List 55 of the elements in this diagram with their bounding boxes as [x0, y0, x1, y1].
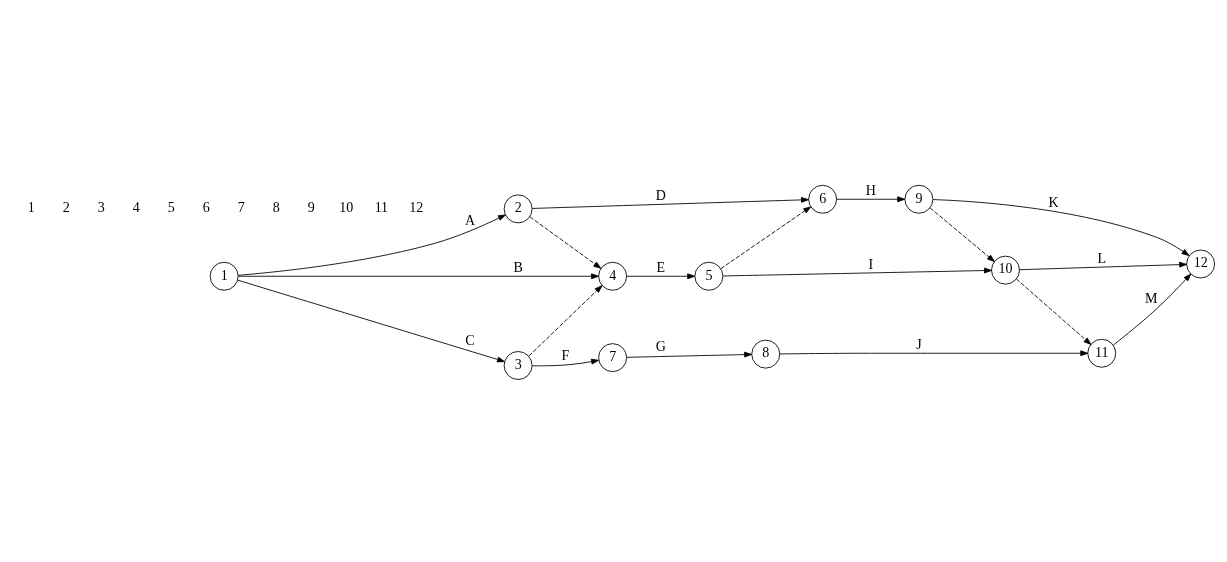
arrow	[1113, 273, 1192, 345]
arrow	[529, 215, 602, 269]
node-circle: 2	[503, 193, 533, 223]
arrow	[929, 207, 995, 262]
edge-label: K	[1048, 194, 1059, 210]
label: 3	[97, 199, 105, 215]
arrow	[237, 213, 506, 276]
arrow	[237, 272, 599, 279]
edge-label: H	[865, 182, 876, 198]
label: 11	[374, 199, 389, 215]
arrow	[722, 267, 992, 276]
edge-label: J	[916, 336, 922, 352]
node-circle: 10	[991, 255, 1020, 285]
edge-label: C	[465, 332, 475, 348]
label: 9	[307, 199, 315, 215]
arrow	[932, 198, 1190, 256]
node-circle: 6	[808, 184, 838, 214]
edge-label: M	[1144, 290, 1158, 306]
label: 5	[167, 199, 175, 215]
arrow	[531, 358, 599, 366]
edge-label: F	[561, 347, 570, 363]
node-circle: 4	[598, 261, 628, 291]
arrow	[626, 351, 753, 358]
node-circle: 5	[694, 261, 724, 291]
node-circle: 7	[598, 342, 628, 372]
arrow	[1019, 261, 1188, 270]
label: 8	[272, 199, 280, 215]
label: 12	[409, 199, 424, 215]
edge-label: G	[655, 338, 666, 354]
node-circle: 12	[1186, 249, 1216, 278]
arrow	[1016, 278, 1092, 345]
node-circle: 3	[503, 350, 533, 380]
node-circle: 9	[904, 184, 934, 214]
edge-label: A	[464, 212, 476, 228]
label: 1	[27, 199, 35, 215]
arrow	[836, 195, 906, 202]
arrow	[531, 196, 809, 209]
label: 6	[202, 199, 210, 215]
label: 2	[62, 199, 70, 215]
edge-label: I	[868, 256, 874, 272]
label: 4	[132, 199, 140, 215]
edge-label: E	[656, 259, 666, 275]
node-circle: 11	[1087, 338, 1117, 368]
arrow	[237, 279, 505, 362]
edge-label: D	[655, 187, 666, 203]
edge-label: L	[1097, 250, 1107, 266]
label: 10	[339, 199, 354, 215]
arrow	[528, 284, 603, 356]
arrow	[720, 205, 812, 269]
label: 7	[237, 199, 245, 215]
node-circle: 8	[751, 339, 781, 369]
node-circle: 1	[209, 261, 239, 291]
arrow	[626, 272, 696, 279]
edge-label: B	[513, 259, 523, 275]
arrow	[779, 349, 1089, 356]
